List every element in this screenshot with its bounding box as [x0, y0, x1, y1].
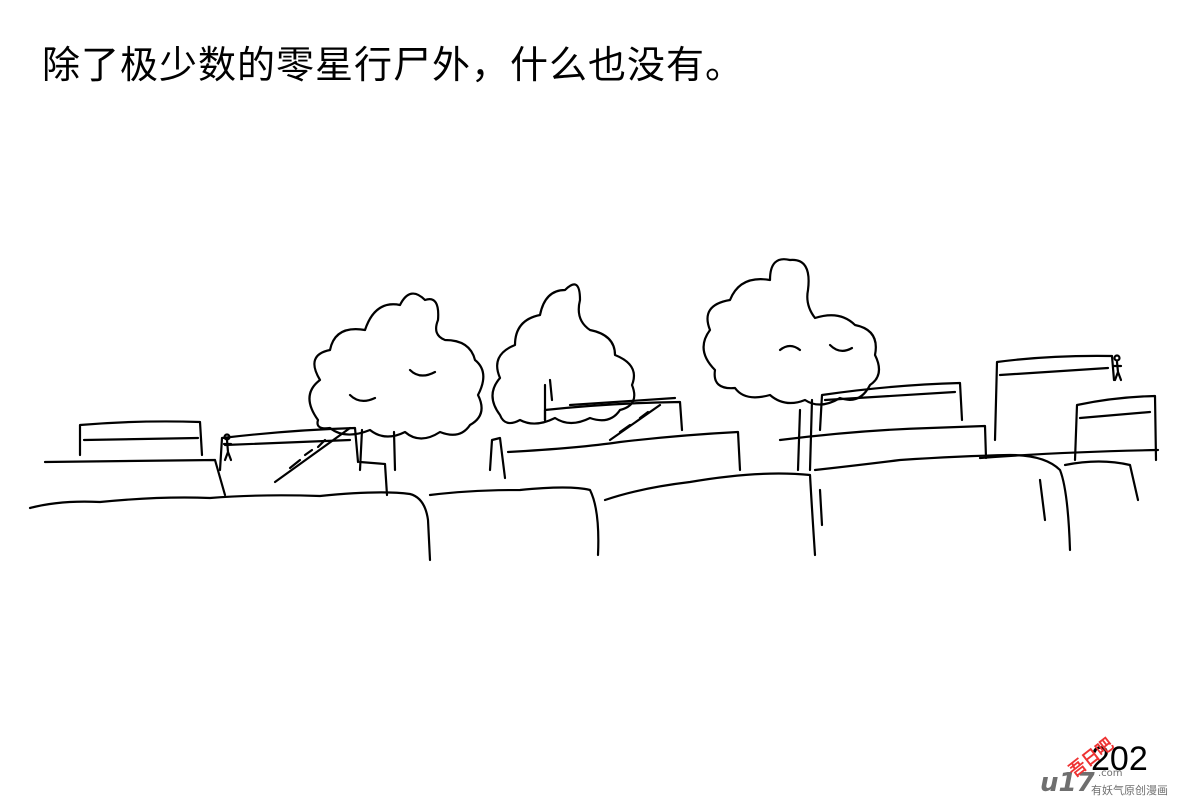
tree-right: [702, 258, 881, 472]
tree-left: [308, 292, 485, 472]
watermark-logo: u17: [1040, 768, 1095, 798]
caption-text: 除了极少数的零星行尸外，什么也没有。: [42, 43, 745, 87]
foreground-walls: [28, 453, 1140, 562]
watermark-logo-suffix: .com: [1098, 768, 1123, 779]
walker-figures: [222, 354, 1123, 462]
page-number: 202: [1091, 740, 1148, 778]
watermark-tagline: 有妖气原创漫画: [1091, 784, 1168, 797]
tree-middle: [491, 283, 636, 425]
mid-rooftops: [43, 403, 1160, 497]
